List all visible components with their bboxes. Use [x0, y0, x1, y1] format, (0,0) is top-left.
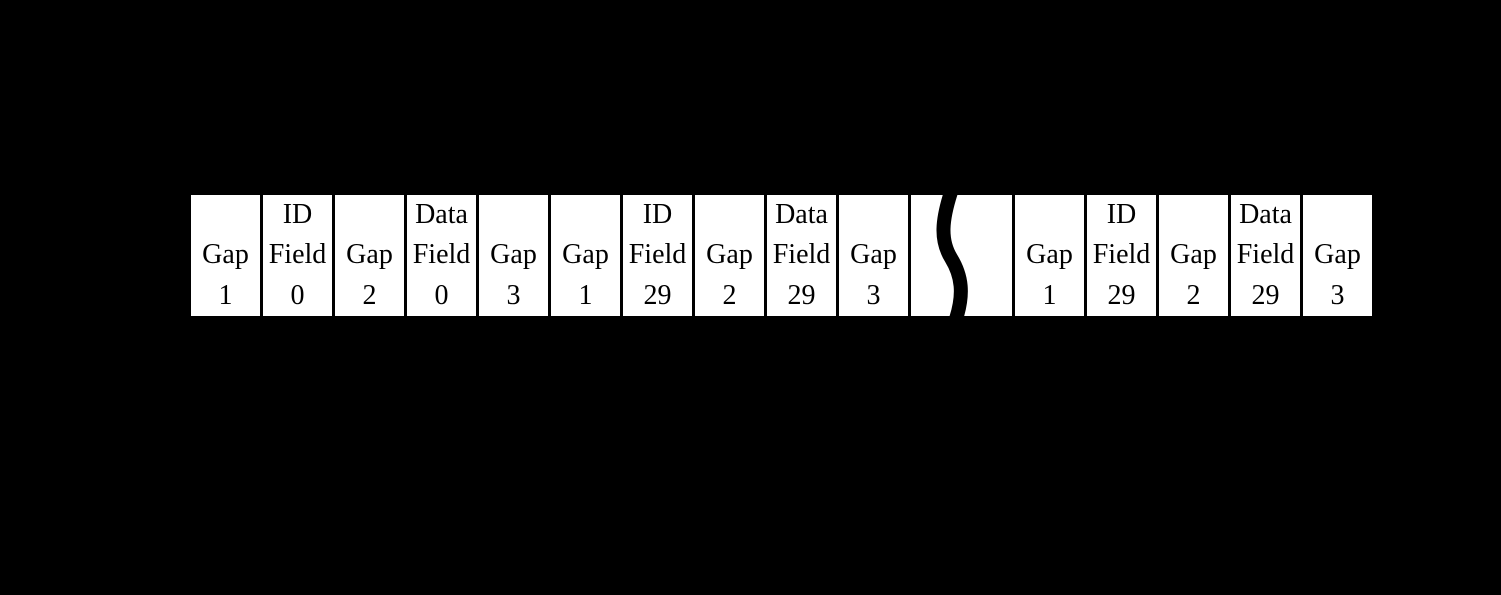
cell-line2: Gap	[346, 239, 393, 271]
track-cell-gap-3: Gap 3	[839, 195, 908, 316]
track-cell-id-field-29: ID Field 29	[623, 195, 692, 316]
cell-line3: 2	[722, 279, 737, 311]
track-cell-gap-3: Gap 3	[1303, 195, 1372, 316]
cell-line1	[839, 195, 908, 235]
cell-line3: 29	[787, 279, 816, 311]
s-curve-break-icon	[936, 195, 968, 316]
cell-line2: Field	[628, 239, 687, 271]
cell-line2: Field	[1236, 239, 1295, 271]
cell-line1	[479, 195, 548, 235]
track-cell-gap-2: Gap 2	[335, 195, 404, 316]
cell-line3: 29	[1107, 279, 1136, 311]
track-cell-id-field-29: ID Field 29	[1087, 195, 1156, 316]
cell-line1: ID	[642, 199, 673, 230]
cell-line1: Data	[415, 199, 468, 230]
cell-line3: 0	[434, 279, 449, 311]
cell-line1: Data	[775, 199, 828, 230]
cell-line3: 29	[1251, 279, 1280, 311]
track-cell-data-field-29: Data Field 29	[767, 195, 836, 316]
cell-line2: Field	[772, 239, 831, 271]
cell-line3: 1	[218, 279, 233, 311]
cell-line3: 3	[1330, 279, 1345, 311]
cell-line3: 1	[1042, 279, 1057, 311]
cell-line1	[191, 195, 260, 235]
cell-line3: 3	[506, 279, 521, 311]
track-cell-id-field-0: ID Field 0	[263, 195, 332, 316]
track-cell-gap-3: Gap 3	[479, 195, 548, 316]
cell-line1: ID	[282, 199, 313, 230]
track-cell-data-field-29: Data Field 29	[1231, 195, 1300, 316]
cell-line3: 2	[362, 279, 377, 311]
cell-line2: Gap	[562, 239, 609, 271]
cell-line3: 1	[578, 279, 593, 311]
cell-line3: 29	[643, 279, 672, 311]
cell-line2: Gap	[1170, 239, 1217, 271]
cell-line2: Field	[1092, 239, 1151, 271]
cell-line1	[551, 195, 620, 235]
cell-line1: Data	[1239, 199, 1292, 230]
track-cell-gap-1: Gap 1	[191, 195, 260, 316]
cell-line1	[1015, 195, 1084, 235]
track-break-cell	[911, 195, 1012, 316]
cell-line2: Gap	[1314, 239, 1361, 271]
disk-track-format-strip: Gap 1 ID Field 0 Gap 2 Data Field 0 Gap …	[191, 195, 1372, 316]
track-cell-data-field-0: Data Field 0	[407, 195, 476, 316]
cell-line1	[335, 195, 404, 235]
cell-line2: Gap	[490, 239, 537, 271]
cell-line2: Gap	[850, 239, 897, 271]
cell-line3: 2	[1186, 279, 1201, 311]
cell-line3: 0	[290, 279, 305, 311]
cell-line2: Gap	[706, 239, 753, 271]
cell-line1	[695, 195, 764, 235]
track-cell-gap-1: Gap 1	[551, 195, 620, 316]
track-cell-gap-1: Gap 1	[1015, 195, 1084, 316]
cell-line1: ID	[1106, 199, 1137, 230]
cell-line2: Gap	[202, 239, 249, 271]
track-cell-gap-2: Gap 2	[1159, 195, 1228, 316]
cell-line2: Field	[268, 239, 327, 271]
cell-line2: Gap	[1026, 239, 1073, 271]
cell-line3: 3	[866, 279, 881, 311]
cell-line1	[1159, 195, 1228, 235]
cell-line2: Field	[412, 239, 471, 271]
track-cell-gap-2: Gap 2	[695, 195, 764, 316]
cell-line1	[1303, 195, 1372, 235]
